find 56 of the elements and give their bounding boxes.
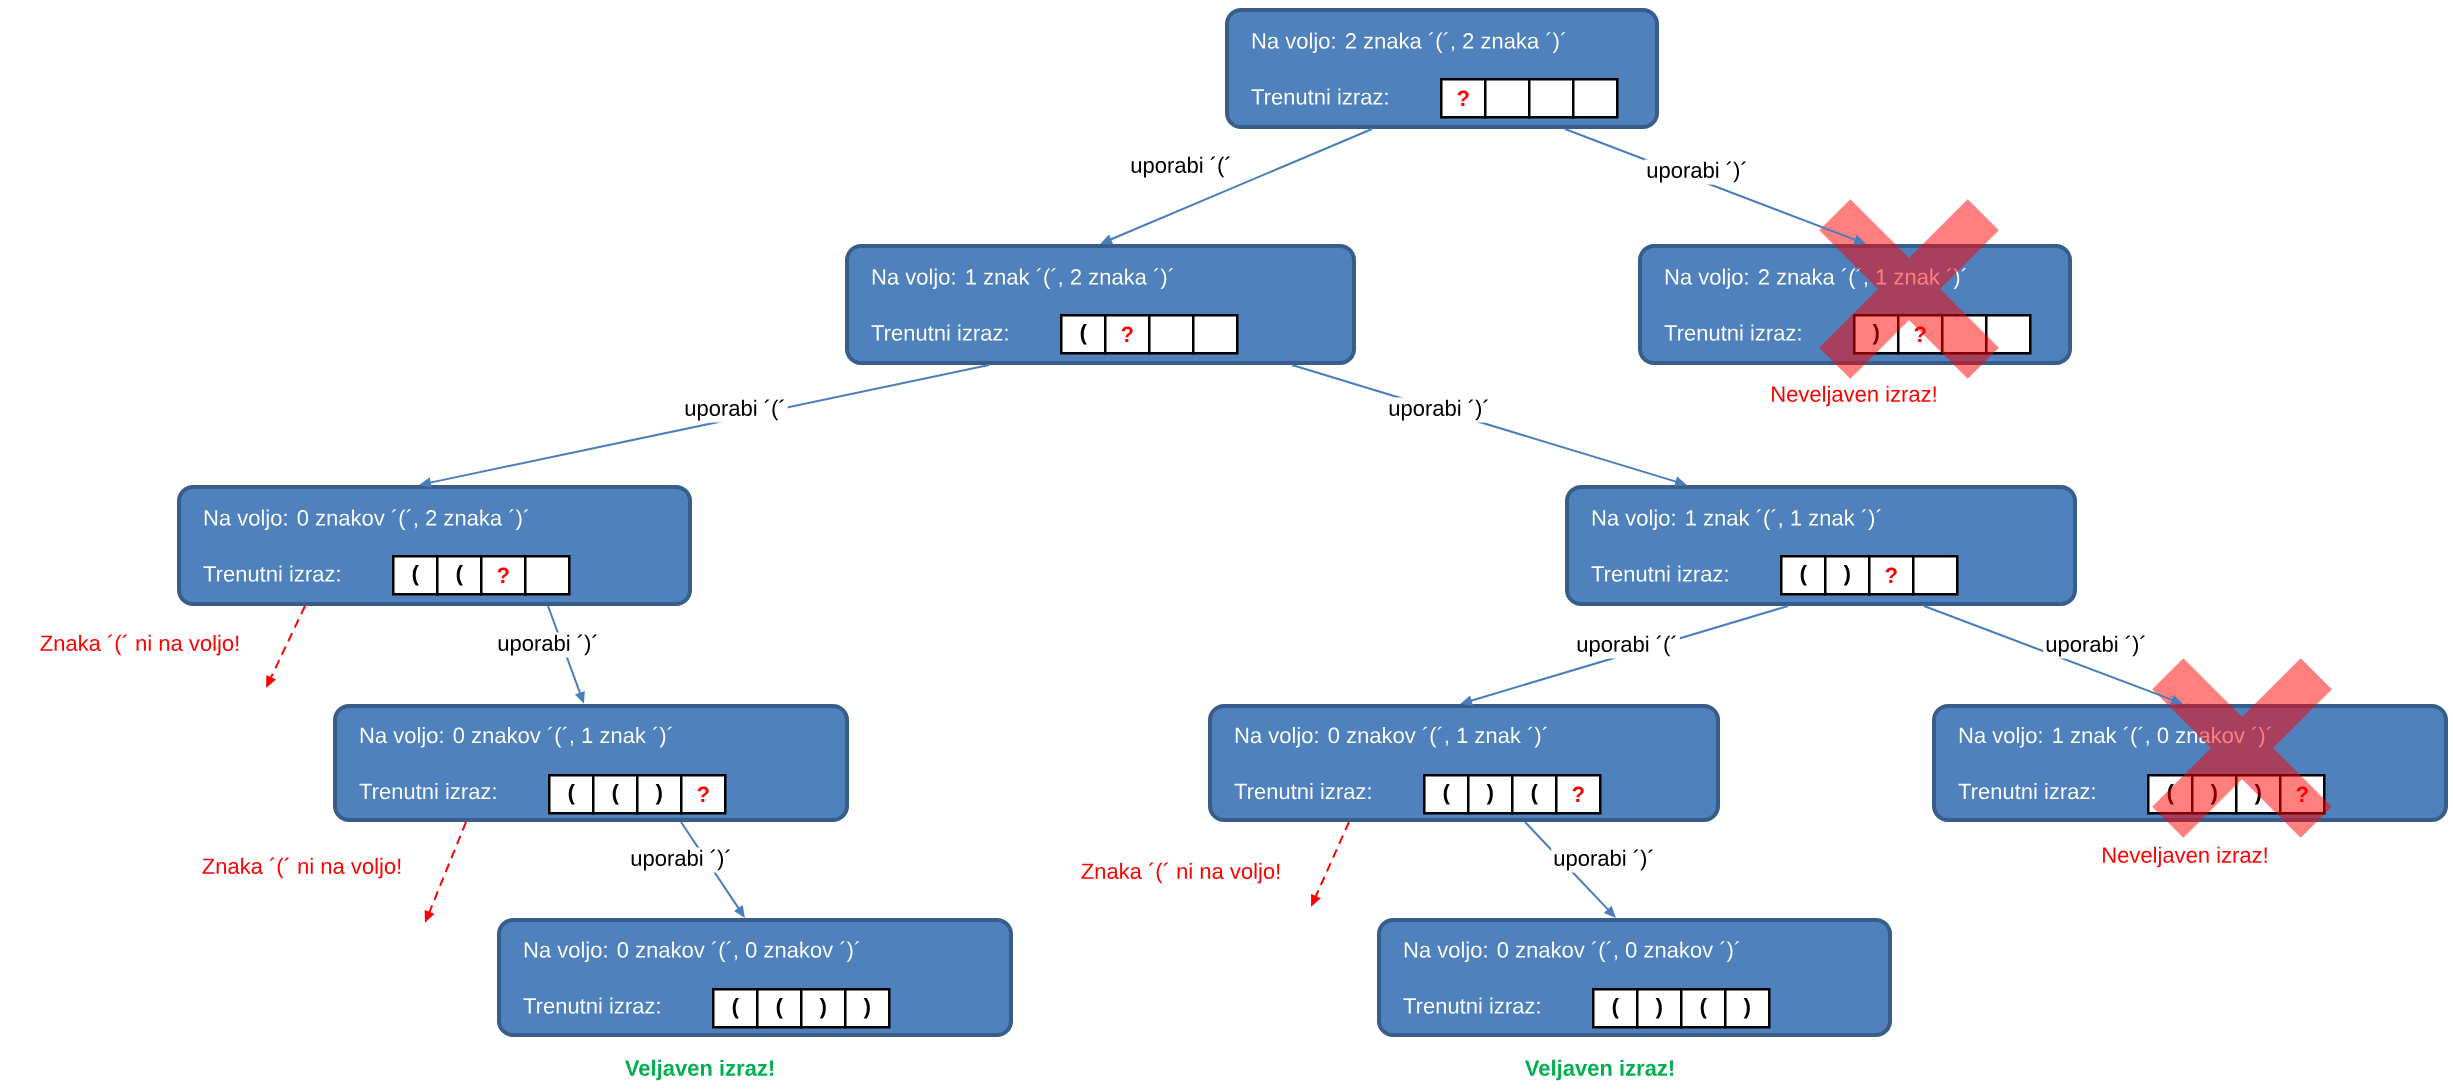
edge-label: uporabi ´)´ <box>495 632 601 658</box>
edge-label: Znaka ´(´ ni na voljo! <box>37 632 243 658</box>
expression-cell <box>1985 314 2032 355</box>
edge-label: Znaka ´(´ ni na voljo! <box>1078 860 1284 886</box>
edge-label: uporabi ´(´ <box>1574 633 1680 659</box>
expression-cell: ( <box>1592 988 1639 1029</box>
expression-cell: ( <box>392 555 439 596</box>
expression-cell: ? <box>1555 774 1602 815</box>
expression-cell: ? <box>2279 774 2326 815</box>
expression-cell: ( <box>1511 774 1558 815</box>
edge-label: uporabi ´)´ <box>1551 847 1657 873</box>
edge-label: uporabi ´)´ <box>628 847 734 873</box>
expression-cell: ( <box>436 555 483 596</box>
expression-cell: ) <box>1824 555 1871 596</box>
edge-label: uporabi ´)´ <box>1386 397 1492 423</box>
edge-label: uporabi ´(´ <box>1128 154 1234 180</box>
expression-cell: ) <box>1467 774 1514 815</box>
expression-cell: ) <box>800 988 847 1029</box>
expression-cell: ) <box>1636 988 1683 1029</box>
expression-cell: ) <box>844 988 891 1029</box>
expression-cell <box>1192 314 1239 355</box>
status-text: Veljaven izraz! <box>624 1059 774 1081</box>
edge-label: Znaka ´(´ ni na voljo! <box>199 855 405 881</box>
expression-cell: ( <box>1680 988 1727 1029</box>
expression-cell: ) <box>2235 774 2282 815</box>
expression-cell <box>524 555 571 596</box>
expression-cell: ? <box>1104 314 1151 355</box>
expression-cell: ( <box>548 774 595 815</box>
expression-cell: ? <box>1440 78 1487 119</box>
expression-cell: ) <box>1853 314 1900 355</box>
expression-cell: ( <box>1423 774 1470 815</box>
expression-cell: ? <box>1868 555 1915 596</box>
expression-cell: ( <box>1780 555 1827 596</box>
expression-cell: ) <box>2191 774 2238 815</box>
expression-cell: ( <box>2147 774 2194 815</box>
expression-cell <box>1572 78 1619 119</box>
expression-cell: ? <box>480 555 527 596</box>
expression-cell: ( <box>592 774 639 815</box>
edge-label: uporabi ´)´ <box>1644 159 1750 185</box>
status-text: Veljaven izraz! <box>1524 1059 1674 1081</box>
edge-label: uporabi ´(´ <box>682 397 788 423</box>
expression-cell <box>1484 78 1531 119</box>
expression-cell: ? <box>680 774 727 815</box>
status-text: Neveljaven izraz! <box>2103 846 2267 868</box>
expression-cell <box>1528 78 1575 119</box>
expression-cell: ( <box>756 988 803 1029</box>
expression-cell: ) <box>1724 988 1771 1029</box>
expression-cell: ? <box>1897 314 1944 355</box>
expression-cell <box>1912 555 1959 596</box>
expression-cell: ) <box>636 774 683 815</box>
expression-cell: ( <box>1060 314 1107 355</box>
expression-cell <box>1148 314 1195 355</box>
expression-cell <box>1941 314 1988 355</box>
status-text: Neveljaven izraz! <box>1772 385 1936 407</box>
edge-label: uporabi ´)´ <box>2043 633 2149 659</box>
expression-cell: ( <box>712 988 759 1029</box>
